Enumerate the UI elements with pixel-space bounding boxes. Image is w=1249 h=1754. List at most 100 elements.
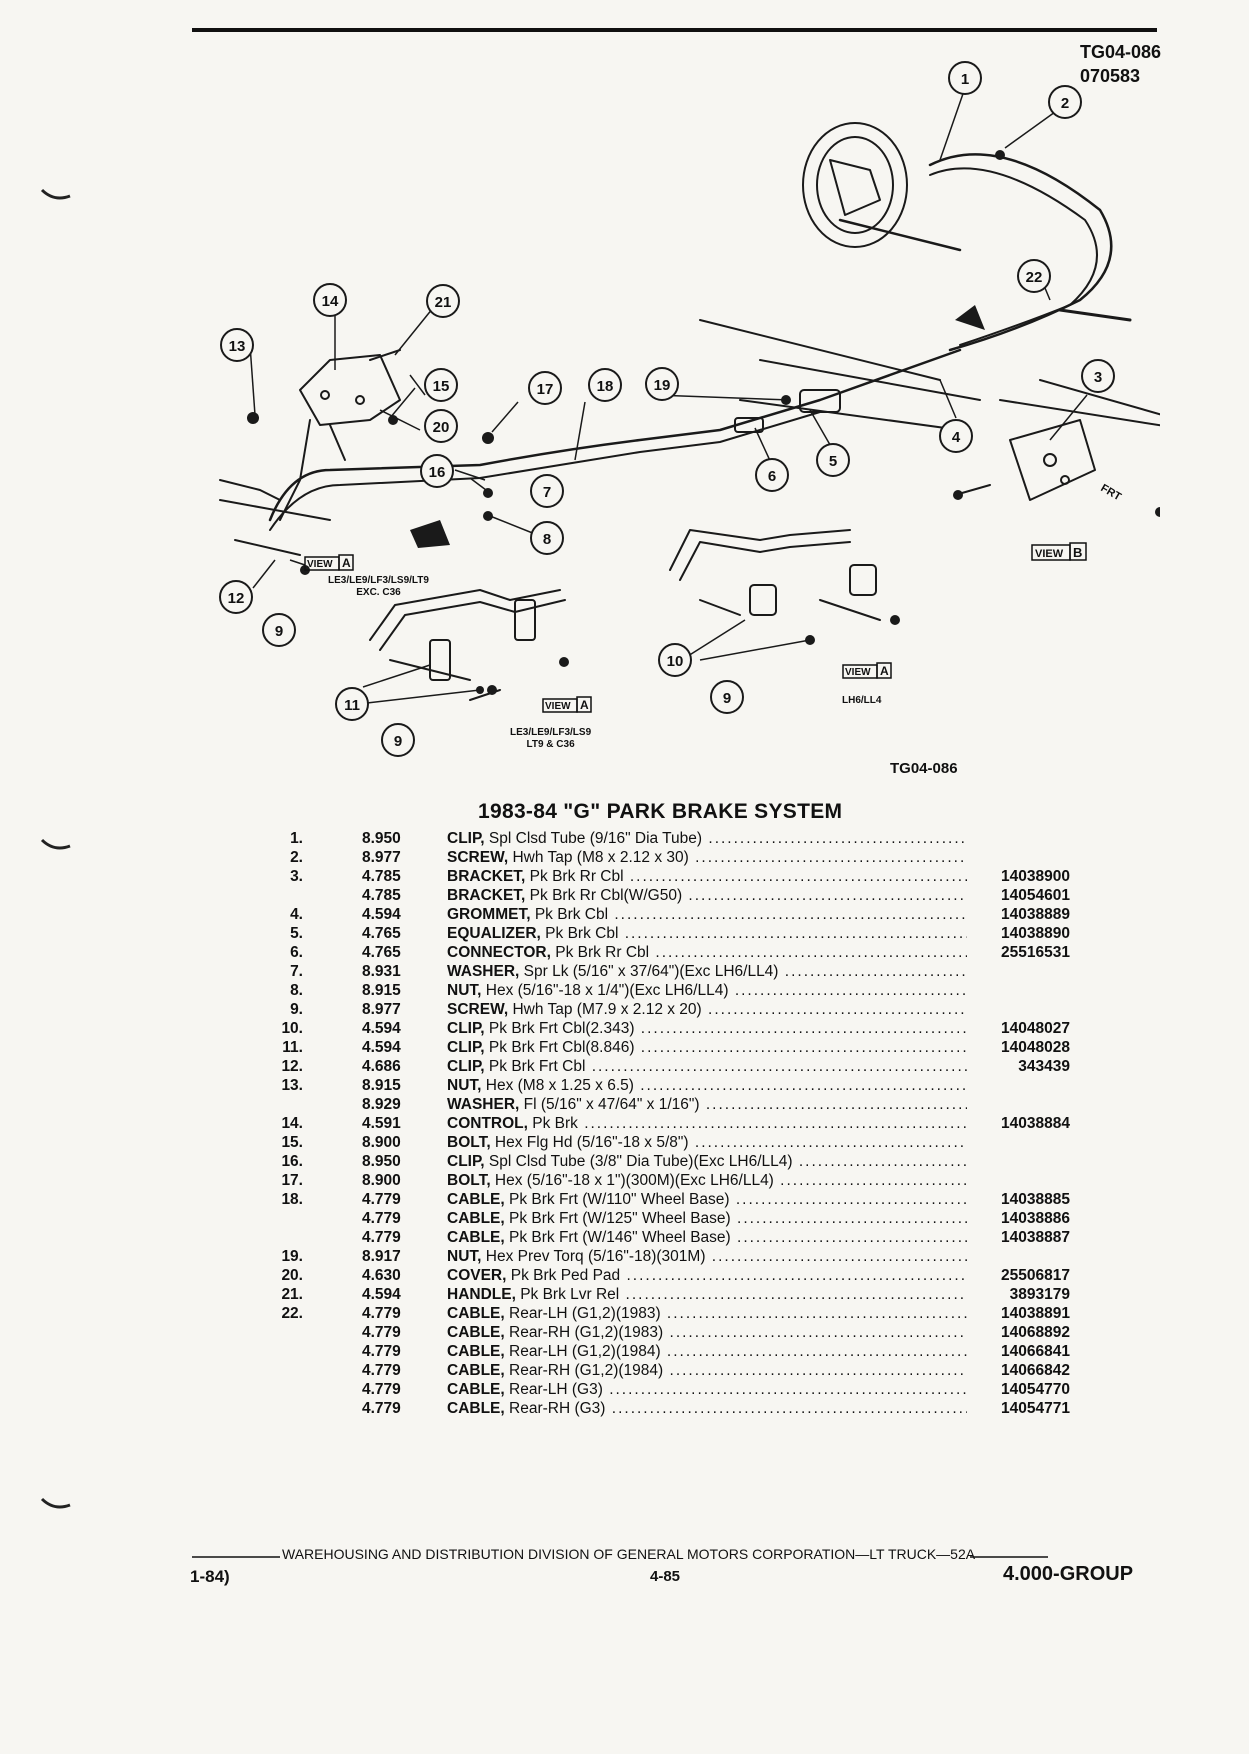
part-number: 14038884 — [970, 1115, 1070, 1133]
part-description: COVER, Pk Brk Ped Pad ..................… — [447, 1267, 967, 1285]
leader-dots: ........................................… — [640, 1039, 967, 1056]
leader-dots: ........................................… — [708, 1001, 967, 1018]
part-description: EQUALIZER, Pk Brk Cbl ..................… — [447, 925, 967, 943]
svg-text:VIEW: VIEW — [1035, 548, 1064, 560]
view-a-caption-2: LE3/LE9/LF3/LS9 LT9 & C36 — [510, 727, 592, 750]
callout-13 — [220, 328, 254, 362]
group-number: 4.594 — [362, 1286, 401, 1303]
callout-19 — [645, 367, 679, 401]
group-number: 4.765 — [362, 925, 401, 942]
part-number: 14054601 — [970, 887, 1070, 905]
item-number: 2. — [290, 849, 303, 866]
part-name: CONNECTOR, — [447, 944, 551, 961]
leader-dots: ........................................… — [640, 1020, 967, 1037]
part-spec: Pk Brk Rr Cbl — [550, 944, 650, 961]
leader-dots: ........................................… — [737, 1229, 967, 1246]
callout-9a — [262, 613, 296, 647]
top-rule — [192, 28, 1157, 32]
group-number: 4.779 — [362, 1210, 401, 1227]
leader-dots: ........................................… — [688, 887, 967, 904]
part-spec: Pk Brk Cbl — [540, 925, 619, 942]
footer-publisher: WAREHOUSING AND DISTRIBUTION DIVISION OF… — [282, 1546, 976, 1562]
callout-label-12: 12 — [228, 590, 245, 607]
item-number: 1. — [290, 830, 303, 847]
part-name: BOLT, — [447, 1172, 491, 1189]
part-description: CABLE, Rear-RH (G1,2)(1983) ............… — [447, 1324, 967, 1342]
part-name: CLIP, — [447, 1153, 485, 1170]
group-number: 8.929 — [362, 1096, 401, 1113]
diagram-code: TG04-086 — [890, 760, 958, 777]
part-description: GROMMET, Pk Brk Cbl ....................… — [447, 906, 967, 924]
part-name: COVER, — [447, 1267, 507, 1284]
callout-7 — [530, 474, 564, 508]
part-description: BOLT, Hex Flg Hd (5/16"-18 x 5/8") .....… — [447, 1134, 967, 1152]
part-spec: Hex Flg Hd (5/16"-18 x 5/8") — [490, 1134, 689, 1151]
callout-label-9b: 9 — [394, 733, 402, 750]
part-description: SCREW, Hwh Tap (M7.9 x 2.12 x 20) ......… — [447, 1001, 967, 1019]
part-spec: Pk Brk Cbl — [530, 906, 609, 923]
leader-dots: ........................................… — [694, 1134, 967, 1151]
item-number: 13. — [281, 1077, 303, 1094]
part-description: CONNECTOR, Pk Brk Rr Cbl ...............… — [447, 944, 967, 962]
part-description: CABLE, Rear-RH (G3) ....................… — [447, 1400, 967, 1418]
part-spec: Rear-RH (G1,2)(1983) — [504, 1324, 664, 1341]
group-number: 4.779 — [362, 1324, 401, 1341]
group-number: 4.779 — [362, 1362, 401, 1379]
group-number: 4.785 — [362, 887, 401, 904]
part-name: NUT, — [447, 1077, 482, 1094]
callout-label-18: 18 — [597, 378, 614, 395]
part-spec: Rear-LH (G1,2)(1984) — [504, 1343, 661, 1360]
group-number: 8.931 — [362, 963, 401, 980]
group-number: 4.686 — [362, 1058, 401, 1075]
callout-11 — [335, 687, 369, 721]
callout-label-20: 20 — [433, 419, 450, 436]
callout-label-9a: 9 — [275, 623, 283, 640]
part-name: CLIP, — [447, 1020, 485, 1037]
leader-dots: ........................................… — [705, 1096, 967, 1113]
part-number: 25516531 — [970, 944, 1070, 962]
part-number: 14038891 — [970, 1305, 1070, 1323]
leader-dots: ........................................… — [711, 1248, 967, 1265]
binder-mark — [40, 838, 71, 850]
group-number: 8.900 — [362, 1134, 401, 1151]
part-description: BRACKET, Pk Brk Rr Cbl .................… — [447, 868, 967, 886]
part-spec: Spl Clsd Tube (3/8" Dia Tube)(Exc LH6/LL… — [484, 1153, 793, 1170]
figure-date-code: 070583 — [1080, 66, 1141, 86]
group-number: 4.594 — [362, 1039, 401, 1056]
view-b-box: VIEW B — [1031, 542, 1087, 561]
part-description: CLIP, Spl Clsd Tube (9/16" Dia Tube) ...… — [447, 830, 967, 848]
part-number: 14048028 — [970, 1039, 1070, 1057]
group-number: 4.785 — [362, 868, 401, 885]
callout-label-22: 22 — [1026, 269, 1043, 286]
part-number: 343439 — [970, 1058, 1070, 1076]
leader-dots: ........................................… — [626, 1267, 967, 1284]
part-description: CABLE, Pk Brk Frt (W/146" Wheel Base) ..… — [447, 1229, 967, 1247]
group-number: 8.917 — [362, 1248, 401, 1265]
leader-dots: ........................................… — [737, 1210, 967, 1227]
group-number: 4.591 — [362, 1115, 401, 1132]
item-number: 17. — [281, 1172, 303, 1189]
callout-18 — [588, 368, 622, 402]
group-number: 8.915 — [362, 982, 401, 999]
part-name: BRACKET, — [447, 868, 526, 885]
item-number: 12. — [281, 1058, 303, 1075]
footer-rule — [192, 1556, 1048, 1558]
svg-text:A: A — [342, 556, 351, 570]
callout-label-1: 1 — [961, 71, 969, 88]
callout-label-14: 14 — [322, 293, 339, 310]
callout-12 — [219, 580, 253, 614]
group-number: 4.779 — [362, 1305, 401, 1322]
part-number: 14038885 — [970, 1191, 1070, 1209]
